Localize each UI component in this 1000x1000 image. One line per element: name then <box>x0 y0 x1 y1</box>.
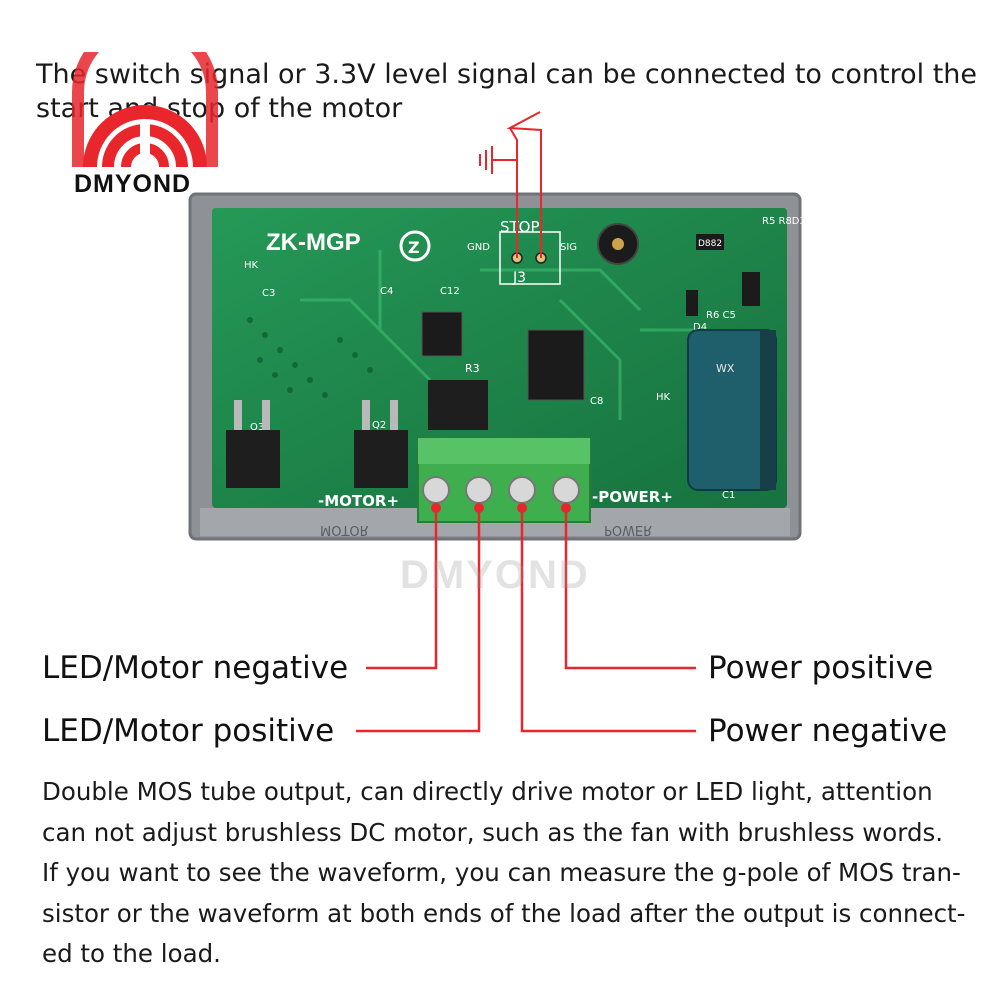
dot-terminal-2 <box>474 503 484 513</box>
diode-d4 <box>686 290 698 316</box>
top-caption-line2: start and stop of the motor <box>36 93 403 124</box>
brand-watermark: DMYOND <box>400 553 590 597</box>
svg-text:Z: Z <box>408 238 420 257</box>
mosfet-q3 <box>226 430 280 488</box>
pcb-traces <box>300 250 700 420</box>
line-power-positive <box>564 508 696 670</box>
d4-label: D4 <box>693 322 707 333</box>
stop-header-box <box>499 231 561 285</box>
c8-label: C8 <box>590 396 603 407</box>
description-line1: Double MOS tube output, can directly dri… <box>42 777 933 806</box>
terminal-screw-4 <box>552 476 580 504</box>
c3-label: C3 <box>262 288 275 299</box>
description: Double MOS tube output, can directly dri… <box>42 772 972 975</box>
label-power-positive: Power positive <box>708 650 934 686</box>
connector-lines <box>356 508 696 733</box>
label-led-motor-positive: LED/Motor positive <box>42 713 335 749</box>
power-label: -POWER+ <box>592 488 673 506</box>
terminal-screw-3 <box>508 476 536 504</box>
top-caption: The switch signal or 3.3V level signal c… <box>36 58 986 126</box>
description-line5: ed to the load. <box>42 939 221 968</box>
description-line2: can not adjust brushless DC motor, such … <box>42 817 944 847</box>
board-hk: HK <box>244 260 259 271</box>
power-mirror-label: POWER <box>604 522 652 537</box>
d882-label: D882 <box>698 239 722 249</box>
ic-chip-right <box>742 272 760 306</box>
description-line4: sistor or the waveform at both ends of t… <box>42 898 966 928</box>
ground-symbol-icon <box>479 146 493 174</box>
ic-chip-d882 <box>696 234 724 250</box>
dot-terminal-3 <box>517 503 527 513</box>
label-power-negative: Power negative <box>708 713 948 749</box>
line-led-motor-negative <box>366 508 438 670</box>
board-logo-icon <box>399 230 431 262</box>
terminal-screw-1 <box>422 476 450 504</box>
dot-terminal-1 <box>431 503 441 513</box>
c4-label: C4 <box>380 286 393 297</box>
r3-label: R3 <box>465 362 480 375</box>
r6c5-label: R6 C5 <box>706 310 736 321</box>
line-led-motor-positive <box>356 508 481 733</box>
hk2-label: HK <box>656 392 671 403</box>
description-line3: If you want to see the waveform, you can… <box>42 858 961 887</box>
brand-logo-icon <box>72 52 218 168</box>
terminal-screw-2 <box>465 476 493 504</box>
brand-logo-text: DMYOND <box>74 170 192 198</box>
motor-label: -MOTOR+ <box>318 492 399 510</box>
board-model: ZK-MGP <box>266 229 361 256</box>
ic-chip-small <box>421 311 463 357</box>
r5-label: R5 R8D3 <box>762 216 806 227</box>
ic-chip-main <box>527 329 585 401</box>
cap-mark: WX <box>716 362 735 375</box>
mosfet-top <box>428 380 488 430</box>
stop-label: STOP <box>500 218 540 236</box>
gnd-label: GND <box>467 242 490 253</box>
c1-label: C1 <box>722 490 735 501</box>
q2-label: Q2 <box>372 420 386 431</box>
label-led-motor-negative: LED/Motor negative <box>42 650 349 686</box>
c12-label: C12 <box>440 286 460 297</box>
q3-label: Q3 <box>250 422 264 433</box>
mosfet-q2 <box>354 430 408 488</box>
line-power-negative <box>520 508 696 733</box>
dot-terminal-4 <box>561 503 571 513</box>
sig-label: SIG <box>560 242 577 253</box>
j3-label: J3 <box>512 270 526 286</box>
stop-switch-wires <box>492 111 542 258</box>
top-caption-line1: The switch signal or 3.3V level signal c… <box>36 59 978 90</box>
motor-mirror-label: MOTOR <box>320 522 369 537</box>
pcb-via-grid <box>247 317 373 398</box>
